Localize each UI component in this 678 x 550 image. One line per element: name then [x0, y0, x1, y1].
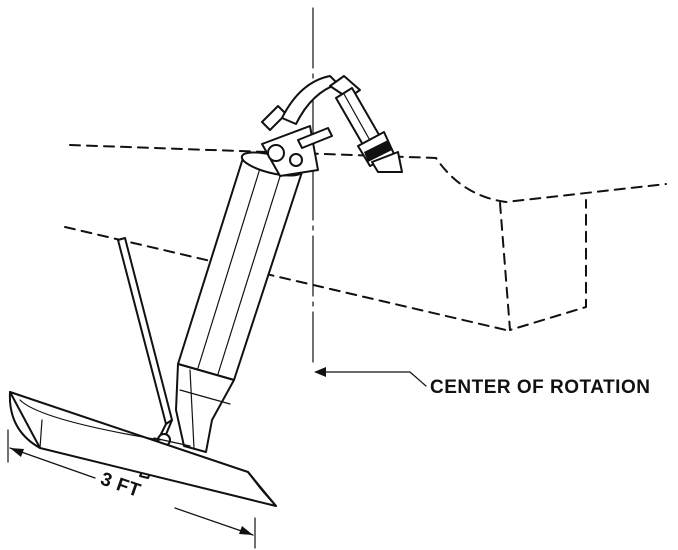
- pivot-bracket: [261, 105, 333, 177]
- hull-outline: [64, 144, 667, 331]
- skeg-outline: [499, 199, 587, 331]
- center-of-rotation-label: CENTER OF ROTATION: [430, 377, 650, 398]
- skid-plate: [8, 391, 277, 507]
- drive-shaft: [177, 151, 304, 381]
- dimension-label: 3 FT: [98, 469, 144, 502]
- gearcase: [175, 363, 235, 453]
- hull-lower-edge: [64, 226, 507, 331]
- hull-upper-edge: [69, 144, 667, 203]
- hydraulic-actuator: [281, 75, 403, 173]
- center-of-rotation-leader: [314, 367, 427, 387]
- dimension-3ft: [7, 429, 256, 549]
